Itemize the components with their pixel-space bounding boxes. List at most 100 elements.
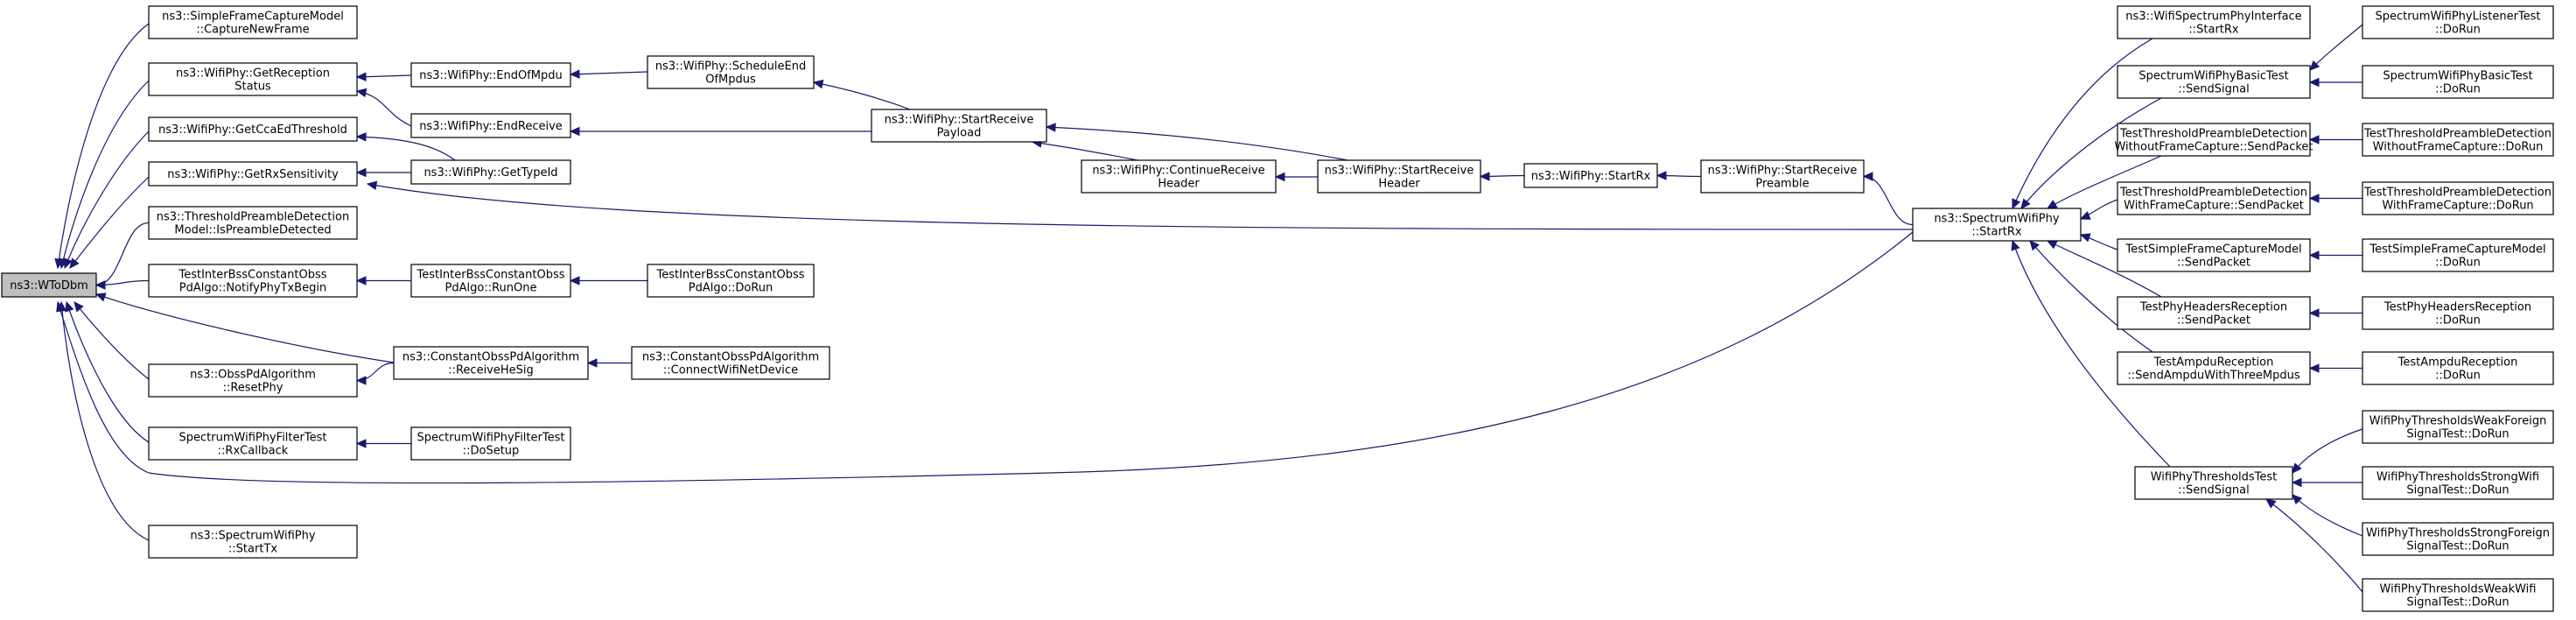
node-label-line: SpectrumWifiPhyFilterTest: [417, 432, 565, 445]
node-box: [2117, 238, 2311, 272]
node-box: [410, 113, 571, 138]
node-label-line: TestThresholdPreambleDetection: [2119, 128, 2307, 141]
edge-line: [2292, 428, 2363, 474]
node-box: [871, 109, 1047, 143]
edge-tar-to-swpstartrx: [2029, 240, 2153, 353]
arrow-head: [1656, 171, 1667, 180]
edge-srpayload-to-endrecv: [569, 126, 872, 137]
node-label-line: TestInterBssConstantObss: [655, 269, 804, 282]
node-tpdwc[interactable]: TestThresholdPreambleDetectionWithFrameC…: [2117, 181, 2311, 215]
node-label-line: ns3::WifiPhy::ScheduleEnd: [655, 60, 806, 74]
edge-line: [813, 81, 911, 110]
node-label-line: TestSimpleFrameCaptureModel: [2369, 243, 2545, 257]
node-eompdu[interactable]: ns3::WifiPhy::EndOfMpdu: [410, 62, 571, 88]
edge-coprecv-to-wtodbm: [94, 292, 395, 363]
node-box: [1700, 159, 1865, 194]
node-wptsend[interactable]: WifiPhyThresholdsTest::SendSignal: [2134, 466, 2293, 500]
edge-line: [60, 301, 150, 541]
node-swpftrx[interactable]: SpectrumWifiPhyFilterTest::RxCallback: [148, 426, 358, 461]
node-tibnotify[interactable]: TestInterBssConstantObssPdAlgo::NotifyPh…: [148, 264, 358, 298]
node-coprecv[interactable]: ns3::ConstantObssPdAlgorithm::ReceiveHeS…: [393, 346, 589, 380]
node-wptsw[interactable]: WifiPhyThresholdsStrongWifiSignalTest::D…: [2362, 466, 2554, 500]
node-endrecv[interactable]: ns3::WifiPhy::EndReceive: [410, 113, 571, 138]
node-label-line: ns3::SpectrumWifiPhy: [190, 530, 315, 543]
edge-wptsend-to-swpstartrx: [2011, 239, 2171, 468]
node-box: [631, 346, 830, 380]
node-label-line: ::CaptureNewFrame: [196, 24, 309, 37]
node-tar[interactable]: TestAmpduReception::SendAmpduWithThreeMp…: [2117, 351, 2311, 385]
arrow-head: [1479, 172, 1490, 181]
edge-swplt-to-swpbtsend: [2309, 24, 2363, 71]
node-label-line: ::SendSignal: [2178, 83, 2249, 96]
node-wtodbm[interactable]: ns3::WToDbm: [1, 272, 97, 298]
edge-gcca-to-wtodbm: [63, 130, 150, 270]
node-label-line: SpectrumWifiPhyBasicTest: [2138, 70, 2288, 83]
node-label-line: ns3::WifiSpectrumPhyInterface: [2125, 11, 2301, 24]
node-swpstarttx[interactable]: ns3::SpectrumWifiPhy::StartTx: [148, 525, 358, 559]
node-tpdwoc[interactable]: TestThresholdPreambleDetectionWithoutFra…: [2114, 123, 2314, 157]
arrow-head: [2308, 77, 2320, 88]
node-tarrun[interactable]: TestAmpduReception::DoRun: [2362, 351, 2554, 385]
node-box: [1523, 163, 1658, 188]
node-swpstartrx[interactable]: ns3::SpectrumWifiPhy::StartRx: [1912, 208, 2082, 242]
node-gettypeid[interactable]: ns3::WifiPhy::GetTypeId: [410, 159, 571, 185]
node-label-line: ns3::WifiPhy::GetTypeId: [424, 166, 557, 180]
node-swpftsetup[interactable]: SpectrumWifiPhyFilterTest::DoSetup: [410, 426, 571, 461]
node-wptww[interactable]: WifiPhyThresholdsWeakWifiSignalTest::DoR…: [2362, 578, 2554, 612]
node-wptwf[interactable]: WifiPhyThresholdsWeakForeignSignalTest::…: [2362, 410, 2554, 444]
node-label-line: SignalTest::DoRun: [2406, 540, 2509, 553]
node-tpd[interactable]: ns3::ThresholdPreambleDetectionModel::Is…: [148, 206, 358, 240]
node-box: [2362, 65, 2554, 99]
node-tphrrun[interactable]: TestPhyHeadersReception::DoRun: [2362, 296, 2554, 330]
node-label-line: ns3::ObssPdAlgorithm: [190, 369, 316, 382]
arrow-head: [2079, 211, 2091, 220]
node-label-line: ns3::ConstantObssPdAlgorithm: [642, 351, 819, 364]
node-swpbtrun[interactable]: SpectrumWifiPhyBasicTest::DoRun: [2362, 65, 2554, 99]
node-box: [393, 346, 589, 380]
node-sfcm[interactable]: ns3::SimpleFrameCaptureModel::CaptureNew…: [148, 5, 358, 39]
node-tsfcmrun[interactable]: TestSimpleFrameCaptureModel::DoRun: [2362, 238, 2554, 272]
arrow-head: [94, 292, 107, 302]
node-swplt[interactable]: SpectrumWifiPhyListenerTest::DoRun: [2362, 5, 2554, 39]
arrow-head: [2079, 233, 2091, 243]
node-grx[interactable]: ns3::WifiPhy::GetRxSensitivity: [148, 161, 358, 187]
arrow-head: [2308, 250, 2320, 260]
edge-tphrrun-to-tphr: [2308, 308, 2362, 318]
node-tpdwcrun[interactable]: TestThresholdPreambleDetectionWithFrameC…: [2362, 181, 2554, 215]
node-tsfcm[interactable]: TestSimpleFrameCaptureModel::SendPacket: [2117, 238, 2311, 272]
node-layer: ns3::WToDbm ns3::SimpleFrameCaptureModel:…: [1, 5, 2554, 612]
node-tpdwocrun[interactable]: TestThresholdPreambleDetectionWithoutFra…: [2362, 123, 2554, 157]
node-wptsf[interactable]: WifiPhyThresholdsStrongForeignSignalTest…: [2362, 522, 2554, 556]
node-box: [148, 116, 358, 142]
edge-line: [1046, 126, 1348, 161]
node-box: [2362, 466, 2554, 500]
edge-endrecv-to-grs: [355, 88, 412, 127]
edge-startrx-to-srheader: [1479, 172, 1525, 181]
node-wspi[interactable]: ns3::WifiSpectrumPhyInterface::StartRx: [2117, 5, 2311, 39]
arrow-head: [569, 69, 580, 79]
edge-line: [2012, 240, 2171, 468]
node-box: [2117, 351, 2311, 385]
edge-tpd-to-wtodbm: [94, 222, 150, 290]
arrow-head: [355, 167, 367, 178]
node-box: [2362, 123, 2554, 157]
node-label-line: TestThresholdPreambleDetection: [2363, 187, 2552, 200]
edge-swpftsetup-to-swpftrx: [355, 439, 411, 448]
node-tphr[interactable]: TestPhyHeadersReception::SendPacket: [2117, 296, 2311, 330]
node-opdreset[interactable]: ns3::ObssPdAlgorithm::ResetPhy: [148, 363, 358, 398]
node-swpbtsend[interactable]: SpectrumWifiPhyBasicTest::SendSignal: [2117, 65, 2311, 99]
node-startrx[interactable]: ns3::WifiPhy::StartRx: [1523, 163, 1658, 188]
node-gcca[interactable]: ns3::WifiPhy::GetCcaEdThreshold: [148, 116, 358, 142]
edge-line: [64, 130, 150, 269]
node-copconnect[interactable]: ns3::ConstantObssPdAlgorithm::ConnectWif…: [631, 346, 830, 380]
edge-swpbtrun-to-swpbtsend: [2308, 77, 2362, 88]
node-box: [148, 525, 358, 559]
